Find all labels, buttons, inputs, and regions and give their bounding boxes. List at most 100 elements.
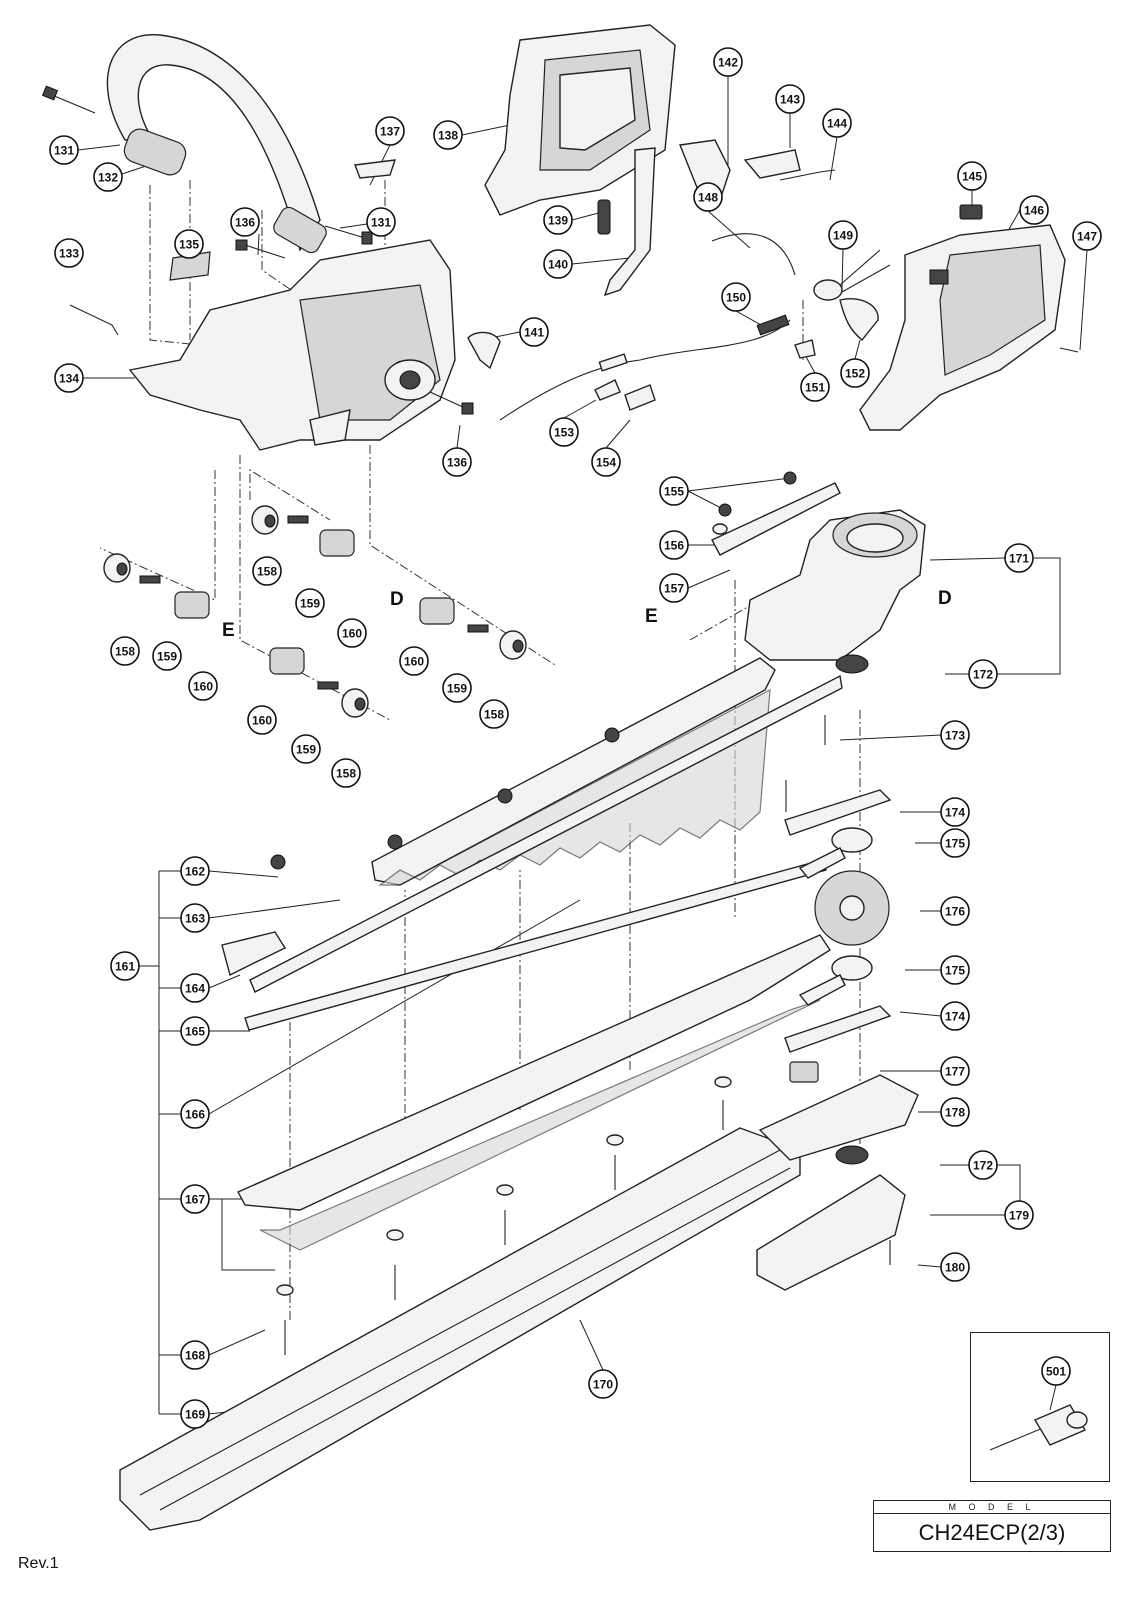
svg-text:159: 159 xyxy=(157,650,177,664)
shim-174 xyxy=(784,789,892,836)
svg-text:150: 150 xyxy=(726,291,746,305)
svg-text:172: 172 xyxy=(973,1159,993,1173)
clip-137 xyxy=(354,159,397,179)
svg-text:160: 160 xyxy=(193,680,213,694)
callout-134: 134 xyxy=(54,363,84,393)
callout-174: 174 xyxy=(940,1001,970,1031)
lower-blade xyxy=(237,934,831,1211)
screw-147 xyxy=(1059,347,1079,353)
svg-text:160: 160 xyxy=(252,714,272,728)
callout-138: 138 xyxy=(433,120,463,150)
callout-136: 136 xyxy=(230,207,260,237)
ref-mark-e-right: E xyxy=(645,606,658,627)
svg-text:161: 161 xyxy=(115,960,135,974)
model-label: M O D E L xyxy=(874,1501,1110,1514)
fasteners xyxy=(270,715,826,1355)
model-box: M O D E L CH24ECP(2/3) xyxy=(873,1500,1111,1552)
svg-text:170: 170 xyxy=(593,1378,613,1392)
svg-text:159: 159 xyxy=(296,743,316,757)
svg-text:175: 175 xyxy=(945,837,965,851)
callout-131: 131 xyxy=(49,135,79,165)
callout-158: 158 xyxy=(110,636,140,666)
grommet-149 xyxy=(813,279,843,301)
callout-149: 149 xyxy=(828,220,858,250)
callout-153: 153 xyxy=(549,417,579,447)
svg-text:166: 166 xyxy=(185,1108,205,1122)
nut-155 xyxy=(783,471,797,485)
svg-text:159: 159 xyxy=(447,682,467,696)
callout-159: 159 xyxy=(291,734,321,764)
leader-lines xyxy=(77,76,1088,1415)
throttle-lever xyxy=(603,147,656,297)
callout-131: 131 xyxy=(366,207,396,237)
plate-157 xyxy=(711,482,841,556)
svg-text:169: 169 xyxy=(185,1408,205,1422)
svg-text:171: 171 xyxy=(1009,552,1029,566)
clip-143 xyxy=(743,149,801,179)
plate-164 xyxy=(221,931,287,977)
callout-136: 136 xyxy=(442,447,472,477)
svg-text:135: 135 xyxy=(179,238,199,252)
ref-mark-d-left: D xyxy=(390,589,404,610)
connector-153 xyxy=(594,379,621,401)
screw-131 xyxy=(41,85,96,114)
svg-text:158: 158 xyxy=(257,565,277,579)
callout-162: 162 xyxy=(180,856,210,886)
svg-text:157: 157 xyxy=(664,582,684,596)
svg-text:172: 172 xyxy=(973,668,993,682)
screw-131b xyxy=(324,225,373,245)
callout-172: 172 xyxy=(968,659,998,689)
callout-157: 157 xyxy=(659,573,689,603)
svg-text:501: 501 xyxy=(1046,1365,1066,1379)
svg-text:140: 140 xyxy=(548,258,568,272)
bearing-172 xyxy=(835,654,869,674)
svg-text:138: 138 xyxy=(438,129,458,143)
svg-text:163: 163 xyxy=(185,912,205,926)
callout-179: 179 xyxy=(1004,1200,1034,1230)
damper-set xyxy=(103,505,527,718)
upper-blade xyxy=(371,657,776,886)
washer-175 xyxy=(831,827,873,853)
callout-152: 152 xyxy=(840,358,870,388)
connector-154 xyxy=(624,384,656,411)
screw-136 xyxy=(235,239,474,415)
callout-180: 180 xyxy=(940,1252,970,1282)
svg-text:180: 180 xyxy=(945,1261,965,1275)
svg-text:143: 143 xyxy=(780,93,800,107)
svg-text:141: 141 xyxy=(524,326,544,340)
callout-173: 173 xyxy=(940,720,970,750)
callout-137: 137 xyxy=(375,116,405,146)
svg-text:160: 160 xyxy=(342,627,362,641)
callout-133: 133 xyxy=(54,238,84,268)
svg-text:178: 178 xyxy=(945,1106,965,1120)
svg-text:179: 179 xyxy=(1009,1209,1029,1223)
svg-text:176: 176 xyxy=(945,905,965,919)
svg-text:152: 152 xyxy=(845,367,865,381)
svg-text:134: 134 xyxy=(59,372,79,386)
cover-152 xyxy=(839,298,879,341)
callout-167: 167 xyxy=(180,1184,210,1214)
ref-mark-e-left: E xyxy=(222,620,235,641)
svg-text:132: 132 xyxy=(98,171,118,185)
switch-145 xyxy=(959,204,983,220)
callout-140: 140 xyxy=(543,249,573,279)
callout-146: 146 xyxy=(1019,195,1049,225)
svg-text:139: 139 xyxy=(548,214,568,228)
callout-163: 163 xyxy=(180,903,210,933)
svg-text:168: 168 xyxy=(185,1349,205,1363)
spark-plug-wrench xyxy=(989,1404,1088,1451)
model-number: CH24ECP(2/3) xyxy=(918,1520,1066,1545)
callout-132: 132 xyxy=(93,162,123,192)
cover-179 xyxy=(756,1174,906,1291)
svg-text:137: 137 xyxy=(380,125,400,139)
svg-text:151: 151 xyxy=(805,381,825,395)
blade-bar-165 xyxy=(244,859,827,1031)
svg-text:133: 133 xyxy=(59,247,79,261)
callout-168: 168 xyxy=(180,1340,210,1370)
callout-160: 160 xyxy=(337,618,367,648)
washer-156 xyxy=(712,523,728,535)
callout-174: 174 xyxy=(940,797,970,827)
svg-text:154: 154 xyxy=(596,456,616,470)
block-177 xyxy=(789,1061,819,1083)
svg-text:158: 158 xyxy=(484,708,504,722)
